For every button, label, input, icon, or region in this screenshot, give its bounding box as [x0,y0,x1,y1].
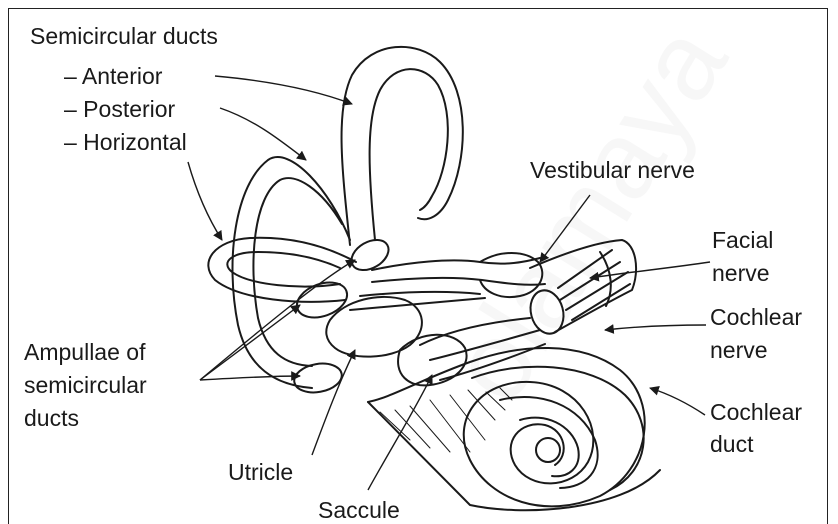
label-ampullae-2: semicircular [24,371,147,399]
vestibular-nerve-drawing [372,258,540,270]
leader-ampullae-1 [200,305,300,380]
label-utricle: Utricle [228,458,293,486]
label-anterior: – Anterior [64,62,162,90]
label-facial-nerve-1: Facial [712,226,773,254]
posterior-duct [232,157,350,388]
label-horizontal: – Horizontal [64,128,187,156]
leader-posterior [220,108,306,160]
label-posterior: – Posterior [64,95,175,123]
nerve-cross-section [526,287,568,338]
leader-horizontal [188,162,222,240]
ampulla-3 [346,234,394,277]
label-facial-nerve-2: nerve [712,259,770,287]
cochlear-duct [368,348,645,506]
leader-anterior [215,76,352,104]
label-cochlear-duct-2: duct [710,430,753,458]
leader-saccule [368,375,432,490]
label-ampullae-3: ducts [24,404,79,432]
leader-cochlear-nerve [605,325,706,330]
label-semicircular-ducts: Semicircular ducts [30,22,218,50]
label-cochlear-duct-1: Cochlear [710,398,802,426]
anterior-duct [342,47,463,245]
leader-ampullae-2 [200,376,300,380]
label-vestibular-nerve: Vestibular nerve [530,156,695,184]
leader-vestibular [540,195,590,262]
label-ampullae-1: Ampullae of [24,338,145,366]
leader-cochlear-duct [650,388,705,415]
label-cochlear-nerve-1: Cochlear [710,303,802,331]
label-saccule: Saccule [318,496,400,524]
label-cochlear-nerve-2: nerve [710,336,768,364]
